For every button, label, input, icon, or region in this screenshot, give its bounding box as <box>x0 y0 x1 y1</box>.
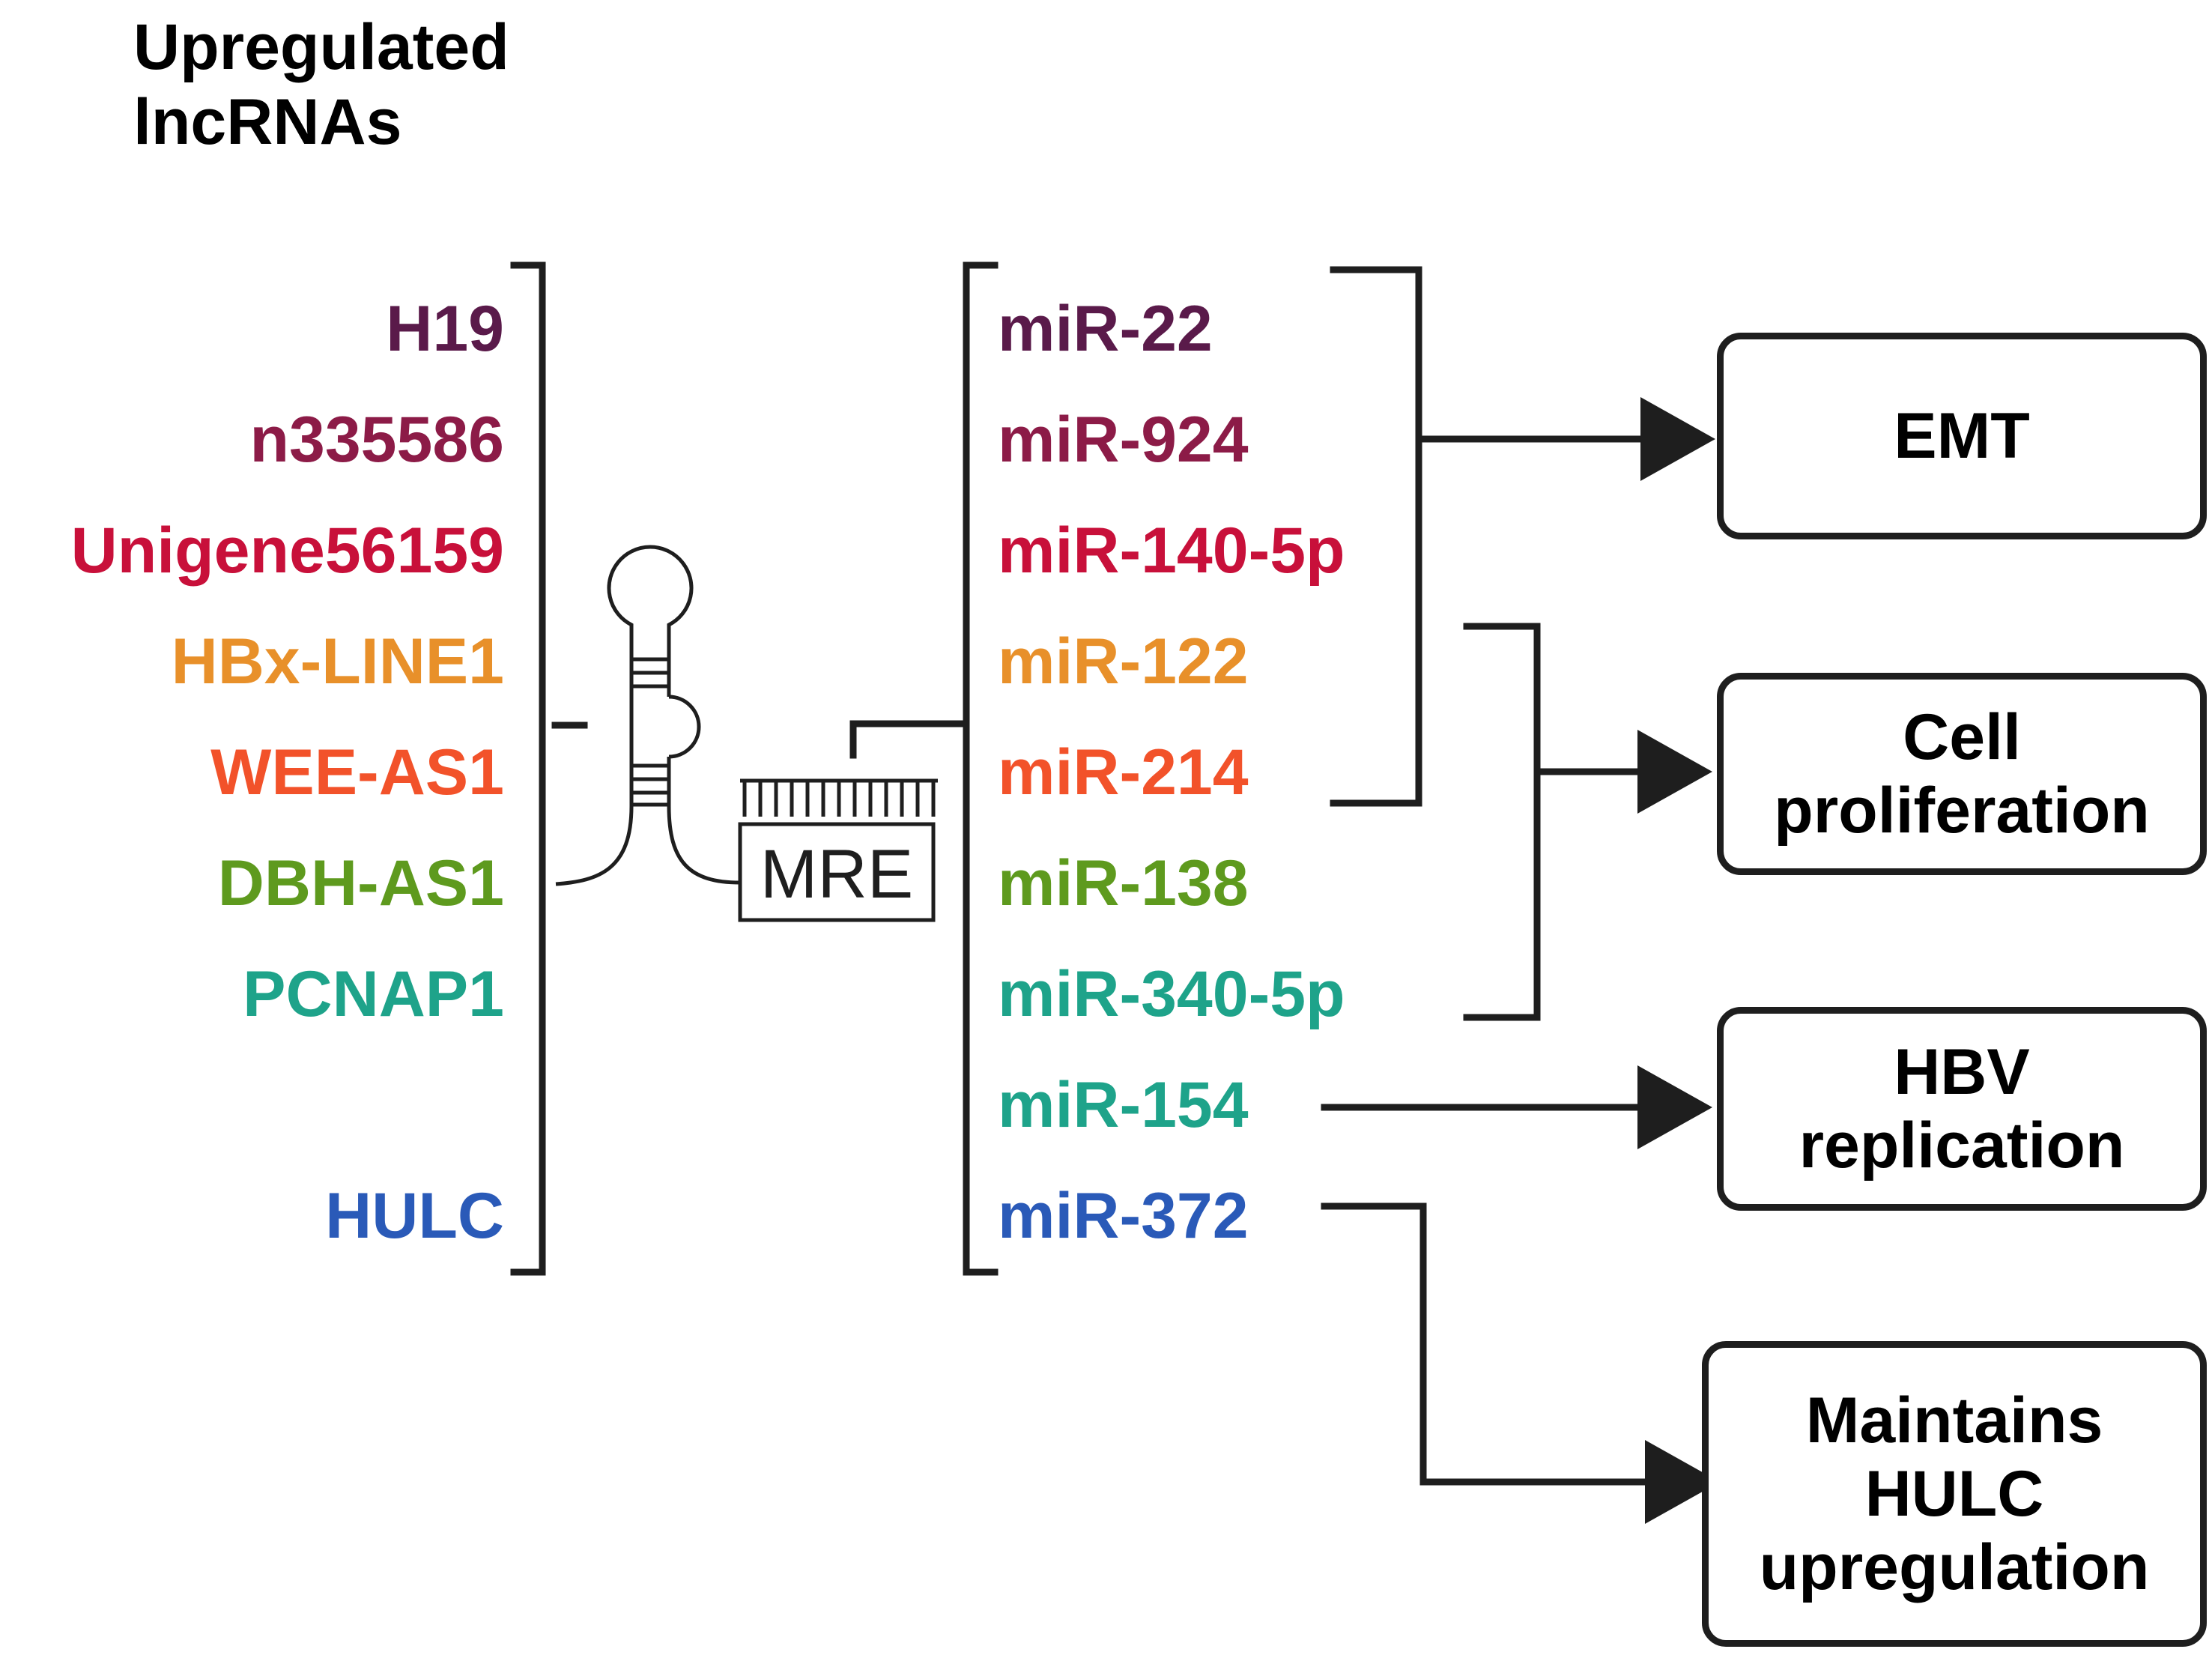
hbv-replication-line-2: replication <box>1799 1110 2125 1182</box>
mirna-mir-22: miR-22 <box>998 293 1213 365</box>
mre-label: MRE <box>760 836 913 913</box>
mirna-mir-138: miR-138 <box>998 847 1249 919</box>
mre-box <box>738 822 936 922</box>
lncrna-hbx-line1: HBx-LINE1 <box>171 626 504 698</box>
hairpin-base-pairs <box>631 657 669 807</box>
outcome-box-cell-proliferation: Cell proliferation <box>1717 673 2207 875</box>
title-line-2: lncRNAs <box>133 85 402 158</box>
lncrna-dbh-as1: DBH-AS1 <box>217 847 504 919</box>
lncrna-hulc: HULC <box>325 1180 504 1252</box>
mirna-mir-140-5p: miR-140-5p <box>998 515 1345 587</box>
emt-arrowhead <box>1640 397 1715 481</box>
mirna-mir-924: miR-924 <box>998 404 1249 476</box>
proliferation-arrowhead <box>1637 730 1712 814</box>
title-line-1: Upregulated <box>133 11 509 83</box>
mirna-mir-340-5p: miR-340-5p <box>998 958 1345 1030</box>
cell-proliferation-line-1: Cell <box>1903 701 2021 773</box>
hulc-connector <box>1321 1202 1661 1486</box>
mirna-mir-122: miR-122 <box>998 626 1249 698</box>
lncrna-bracket <box>510 261 546 1276</box>
hulc-upregulation-line-3: upregulation <box>1759 1531 2150 1604</box>
mre-connector <box>849 720 970 759</box>
lncrna-wee-as1: WEE-AS1 <box>210 736 504 808</box>
emt-bracket <box>1330 266 1422 807</box>
lncrna-unigene56159: Unigene56159 <box>70 515 504 587</box>
outcome-box-emt: EMT <box>1717 333 2207 539</box>
lncrna-n335586: n335586 <box>249 404 504 476</box>
outcome-box-hulc-upregulation: Maintains HULC upregulation <box>1702 1341 2207 1647</box>
outcome-box-hbv-replication: HBV replication <box>1717 1007 2207 1211</box>
hulc-arrowhead <box>1645 1440 1720 1524</box>
hbv-arrowhead <box>1637 1065 1712 1149</box>
hairpin-icon <box>555 545 741 886</box>
hulc-upregulation-line-1: Maintains <box>1805 1384 2103 1456</box>
mirna-bracket <box>963 261 999 1276</box>
cell-proliferation-line-2: proliferation <box>1774 775 2150 847</box>
lncrna-h19: H19 <box>386 293 504 365</box>
emt-label: EMT <box>1894 399 2030 472</box>
lncrna-pcnap1: PCNAP1 <box>243 958 504 1030</box>
hbv-replication-line-1: HBV <box>1894 1035 2030 1108</box>
mirna-mir-372: miR-372 <box>998 1180 1249 1252</box>
mre-binding-comb-icon <box>740 778 938 817</box>
hulc-upregulation-line-2: HULC <box>1864 1457 2044 1530</box>
mirna-mir-214: miR-214 <box>998 736 1249 808</box>
diagram-title: Upregulated lncRNAs <box>133 10 509 160</box>
mirna-mir-154: miR-154 <box>998 1069 1249 1141</box>
proliferation-bracket <box>1463 623 1541 1021</box>
